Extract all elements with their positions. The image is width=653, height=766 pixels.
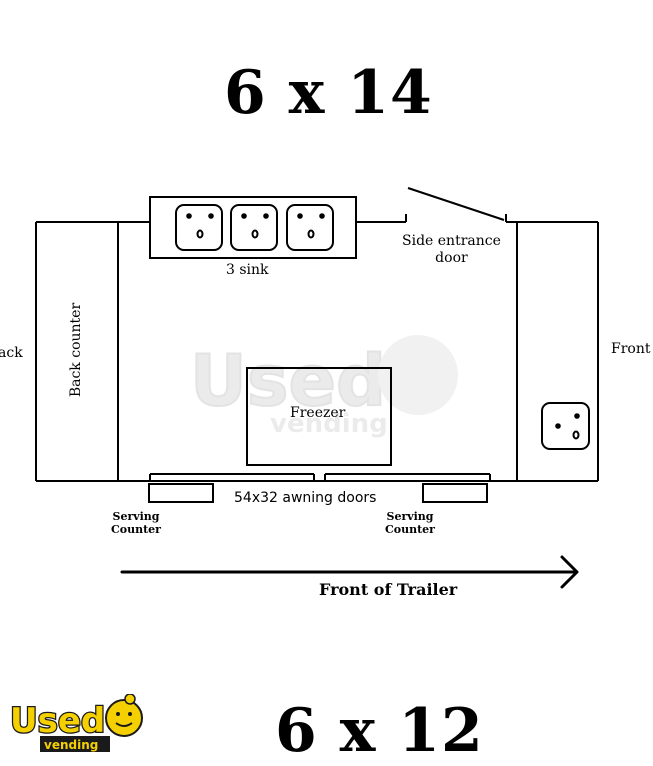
side-entrance-line1: Side entrance bbox=[402, 233, 501, 249]
title-top: 6 x 14 bbox=[224, 58, 433, 128]
serving-counter-left-label: Serving Counter bbox=[104, 510, 168, 536]
serving-counter-left-line1: Serving bbox=[112, 510, 160, 523]
used-vending-logo: Used vending bbox=[6, 694, 156, 758]
three-sink-unit bbox=[149, 196, 357, 259]
side-entrance-label: Side entrance door bbox=[402, 233, 501, 267]
serving-counter-right-shape bbox=[422, 483, 488, 503]
front-arrow bbox=[120, 555, 579, 589]
awning-doors-label: 54x32 awning doors bbox=[234, 490, 377, 506]
three-sink-label: 3 sink bbox=[226, 262, 269, 278]
serving-counter-left-shape bbox=[148, 483, 214, 503]
freezer-label: Freezer bbox=[290, 405, 346, 421]
serving-counter-right-label: Serving Counter bbox=[378, 510, 442, 536]
svg-text:Used: Used bbox=[190, 340, 386, 422]
trailer-outline bbox=[35, 221, 599, 482]
svg-text:vending: vending bbox=[270, 409, 388, 439]
side-entrance-line2: door bbox=[435, 250, 468, 266]
front-label: Front bbox=[611, 341, 651, 357]
logo-graphic: Used vending bbox=[9, 694, 143, 752]
watermark-logo: Used vending bbox=[189, 335, 458, 439]
hand-sink bbox=[541, 402, 590, 450]
back-partial-label: ack bbox=[0, 345, 23, 361]
side-entrance-door bbox=[405, 187, 507, 222]
awning-doors bbox=[149, 473, 491, 481]
serving-counter-right-line2: Counter bbox=[385, 523, 435, 536]
back-counter-label: Back counter bbox=[68, 302, 84, 398]
freezer-box bbox=[246, 367, 392, 466]
title-bottom: 6 x 12 bbox=[275, 696, 484, 766]
serving-counter-right-line1: Serving bbox=[386, 510, 434, 523]
serving-counter-left-line2: Counter bbox=[111, 523, 161, 536]
svg-text:vending: vending bbox=[44, 738, 98, 752]
svg-text:Used: Used bbox=[10, 701, 105, 741]
front-of-trailer-label: Front of Trailer bbox=[319, 580, 458, 599]
